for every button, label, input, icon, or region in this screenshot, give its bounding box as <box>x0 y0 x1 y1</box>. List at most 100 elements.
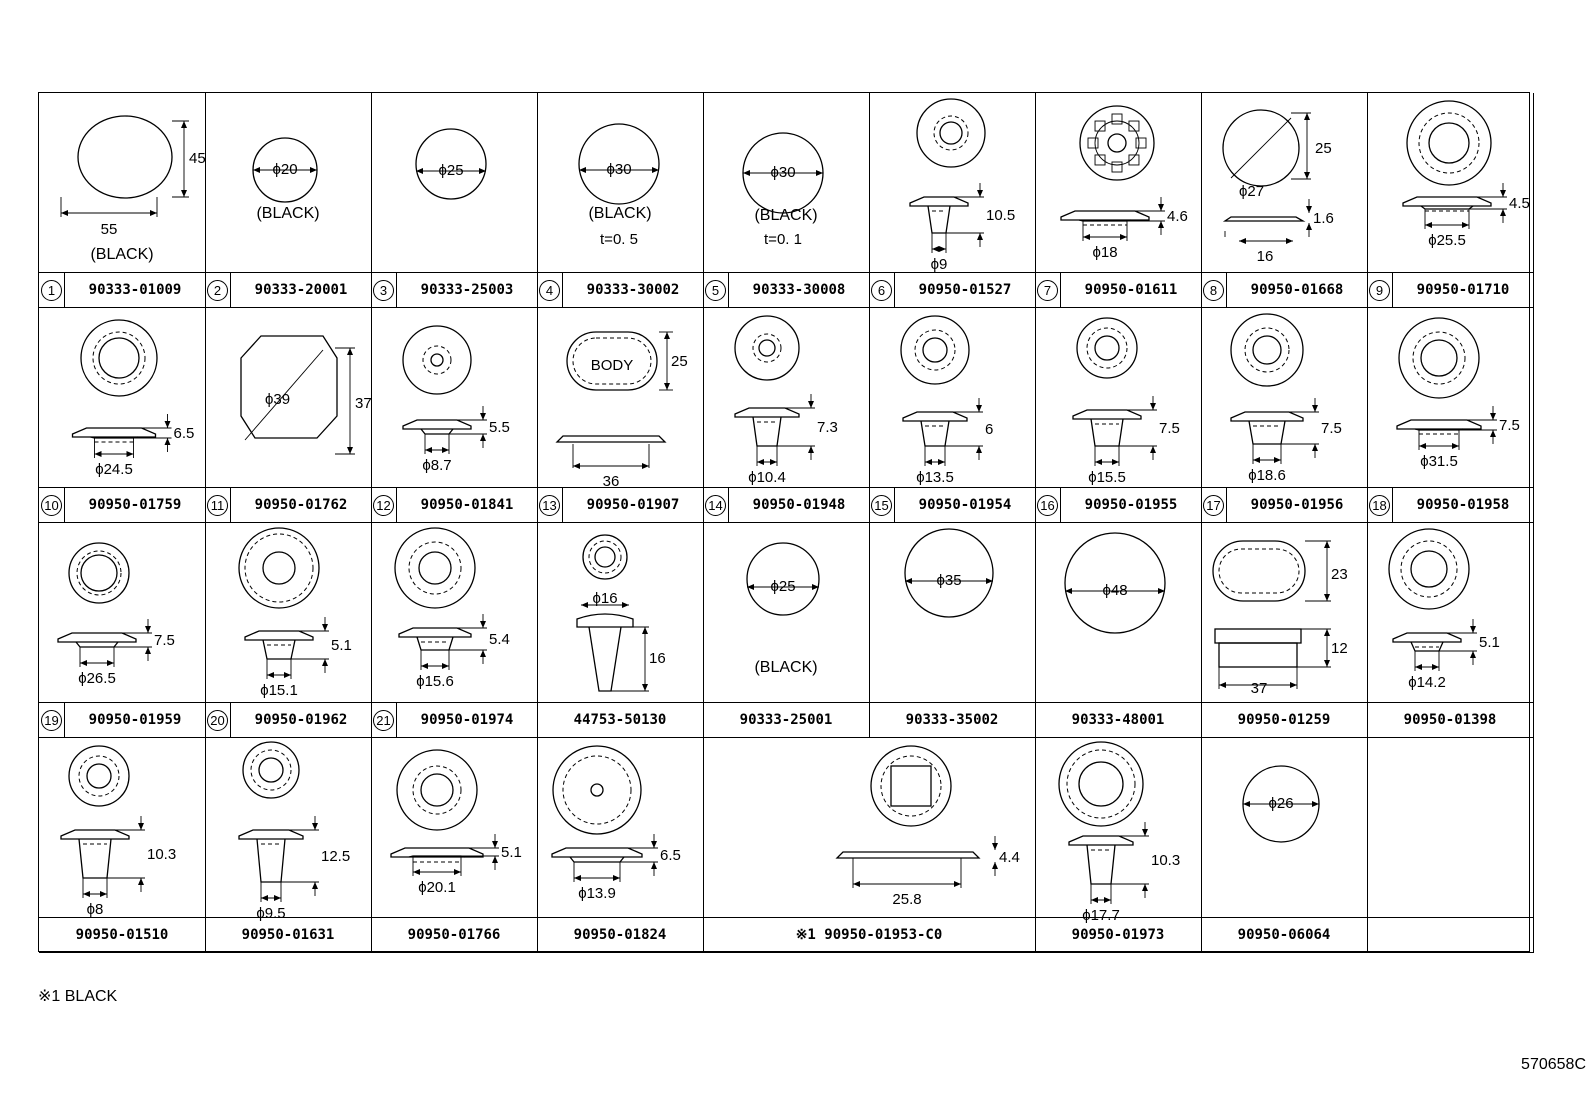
part-drawing-90950-01962: 5.1 ϕ15.1 <box>205 523 372 703</box>
callout-number: 8 <box>1201 273 1227 307</box>
part-number-label: 11 90950-01762 <box>205 488 372 523</box>
part-number-label: 90333-35002 <box>869 703 1036 738</box>
part-code: 90950-06064 <box>1237 927 1331 943</box>
svg-text:23: 23 <box>1331 566 1348 583</box>
svg-text:ϕ16: ϕ16 <box>592 590 617 607</box>
callout-number: 16 <box>1035 488 1061 522</box>
svg-text:37: 37 <box>1251 680 1268 697</box>
svg-text:ϕ8: ϕ8 <box>87 901 104 918</box>
callout-number: 3 <box>371 273 397 307</box>
part-code: 90950-01959 <box>88 712 182 728</box>
svg-text:ϕ26.5: ϕ26.5 <box>78 670 116 687</box>
callout-number: 9 <box>1367 273 1393 307</box>
svg-text:5.5: 5.5 <box>489 419 510 436</box>
svg-text:25: 25 <box>1315 140 1332 157</box>
part-code: 44753-50130 <box>573 712 667 728</box>
callout-number: 11 <box>205 488 231 522</box>
callout-number: 15 <box>869 488 895 522</box>
part-code: 90950-01824 <box>573 927 667 943</box>
part-code: 90950-01398 <box>1403 712 1497 728</box>
part-code: 90950-01973 <box>1071 927 1165 943</box>
part-code: 90950-01948 <box>752 497 846 513</box>
part-code: 90950-01611 <box>1084 282 1178 298</box>
svg-text:4.6: 4.6 <box>1167 208 1188 225</box>
part-drawing-90333-20001: ϕ20(BLACK) <box>205 93 372 273</box>
svg-text:ϕ13.5: ϕ13.5 <box>916 469 954 486</box>
svg-text:ϕ25: ϕ25 <box>770 578 795 595</box>
part-number-label: 90333-48001 <box>1035 703 1202 738</box>
svg-text:4.4: 4.4 <box>999 849 1020 866</box>
svg-text:ϕ25: ϕ25 <box>438 162 463 179</box>
callout-number: 21 <box>371 703 397 737</box>
part-drawing-44753-50130: ϕ16 16 <box>537 523 704 703</box>
part-code: 90950-01762 <box>254 497 348 513</box>
callout-number: 1 <box>39 273 65 307</box>
part-drawing-90950-06064: ϕ26 <box>1201 738 1368 918</box>
svg-text:ϕ17.7: ϕ17.7 <box>1082 907 1120 924</box>
part-drawing-90333-25003: ϕ25 <box>371 93 538 273</box>
svg-text:ϕ18: ϕ18 <box>1092 244 1117 261</box>
svg-text:ϕ15.1: ϕ15.1 <box>260 682 298 699</box>
svg-text:ϕ30: ϕ30 <box>770 164 795 181</box>
part-drawing-90950-01766: 5.1 ϕ20.1 <box>371 738 538 918</box>
part-code: 90950-01955 <box>1084 497 1178 513</box>
part-number-label: 90950-01824 <box>537 918 704 953</box>
part-code: 90950-01759 <box>88 497 182 513</box>
svg-text:7.3: 7.3 <box>817 419 838 436</box>
svg-text:16: 16 <box>1257 248 1274 265</box>
callout-number: 4 <box>537 273 563 307</box>
svg-text:12: 12 <box>1331 640 1348 657</box>
callout-number: 10 <box>39 488 65 522</box>
part-number-label: 90950-01973 <box>1035 918 1202 953</box>
part-number-label: 90950-01766 <box>371 918 538 953</box>
part-number-label: 90950-06064 <box>1201 918 1368 953</box>
part-number-label: 1 90333-01009 <box>39 273 206 308</box>
part-code: 90950-01510 <box>75 927 169 943</box>
part-drawing-90333-25001: ϕ25(BLACK) <box>703 523 870 703</box>
svg-text:ϕ9: ϕ9 <box>931 256 948 273</box>
part-drawing-90950-01259: 23 12 37 <box>1201 523 1368 703</box>
figure-id: 570658C <box>1521 1056 1586 1073</box>
svg-text:ϕ20.1: ϕ20.1 <box>418 879 456 896</box>
svg-text:12.5: 12.5 <box>321 848 350 865</box>
svg-text:5.1: 5.1 <box>501 844 522 861</box>
part-code: 90333-20001 <box>254 282 348 298</box>
part-note: (BLACK) <box>588 205 652 222</box>
part-number-label <box>1367 918 1534 953</box>
part-drawing-90333-48001: ϕ48 <box>1035 523 1202 703</box>
part-drawing- <box>1367 738 1534 918</box>
part-code: 90333-01009 <box>88 282 182 298</box>
part-code: 90950-01958 <box>1416 497 1510 513</box>
footnote: ※1 BLACK <box>38 988 118 1005</box>
part-code: 90950-01841 <box>420 497 514 513</box>
part-code: 90950-01962 <box>254 712 348 728</box>
part-drawing-90950-01611: 4.6 ϕ18 <box>1035 93 1202 273</box>
part-note: (BLACK) <box>754 207 818 224</box>
svg-text:6.5: 6.5 <box>174 425 195 442</box>
callout-number: 5 <box>703 273 729 307</box>
part-code: 90950-01259 <box>1237 712 1331 728</box>
svg-text:16: 16 <box>649 650 666 667</box>
svg-text:5.1: 5.1 <box>331 637 352 654</box>
part-number-label: 90333-25001 <box>703 703 870 738</box>
svg-text:36: 36 <box>603 473 620 490</box>
svg-text:7.5: 7.5 <box>154 632 175 649</box>
